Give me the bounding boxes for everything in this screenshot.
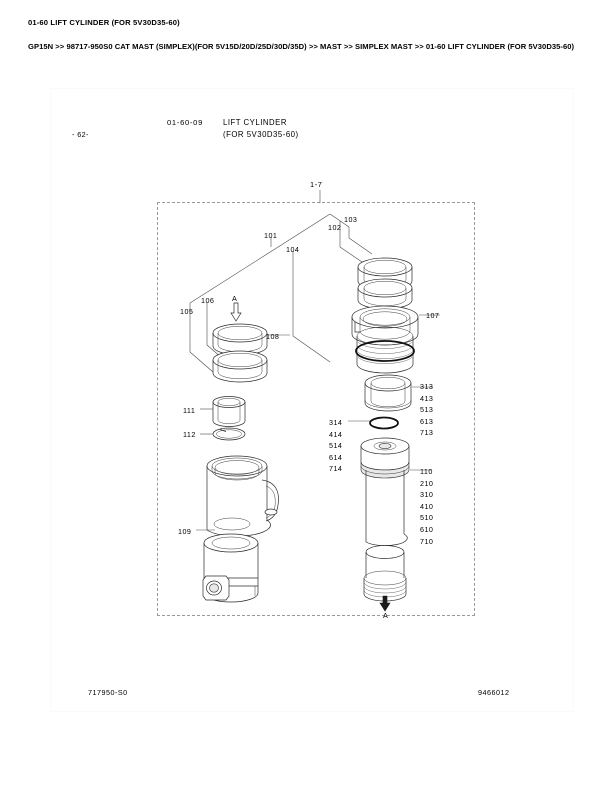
callout-610: 610 xyxy=(420,524,434,534)
callout-101: 101 xyxy=(264,231,278,240)
assembly-boundary-box xyxy=(157,202,475,616)
callout-111: 111 xyxy=(183,406,196,415)
callout-112: 112 xyxy=(183,430,196,439)
callout-108: 108 xyxy=(266,332,280,341)
callout-714: 714 xyxy=(329,464,343,474)
footer-left-code: 717950-S0 xyxy=(88,688,128,697)
section-marker-a-top: A xyxy=(232,294,238,303)
page-number: - 62- xyxy=(72,130,89,139)
part-110-710-rod-upper xyxy=(360,437,410,546)
callout-102: 102 xyxy=(328,223,342,232)
part-108-ring xyxy=(212,323,268,356)
drawing-name-line2: (FOR 5V30D35-60) xyxy=(223,129,299,139)
callout-314: 314 xyxy=(329,418,343,427)
callout-110: 110 xyxy=(420,467,433,476)
section-arrow-a-bottom xyxy=(379,595,391,612)
callout-107: 107 xyxy=(426,311,440,320)
callout-413: 413 xyxy=(420,393,434,403)
callout-310: 310 xyxy=(420,490,434,500)
callout-313: 313 xyxy=(420,382,434,391)
callout-713: 713 xyxy=(420,428,434,438)
part-313-713-piston-collar xyxy=(364,374,412,412)
page-title: 01-60 LIFT CYLINDER (FOR 5V30D35-60) xyxy=(28,18,180,27)
callout-614: 614 xyxy=(329,452,343,462)
drawing-frame xyxy=(50,88,574,712)
callout-103: 103 xyxy=(344,215,358,224)
part-107-gland-head xyxy=(351,305,419,374)
part-314-714-oring xyxy=(369,416,399,430)
part-112-snap-ring xyxy=(212,427,246,441)
callout-613: 613 xyxy=(420,416,434,426)
callout-104: 104 xyxy=(286,245,300,254)
sheet-code: 01-60-09 xyxy=(167,118,203,127)
part-102-103-seal-rings xyxy=(357,257,413,310)
drawing-name-line1: LIFT CYLINDER xyxy=(223,118,287,127)
callout-105: 105 xyxy=(180,307,194,316)
callout-109: 109 xyxy=(178,527,192,536)
callout-513: 513 xyxy=(420,405,434,415)
callout-410: 410 xyxy=(420,501,434,511)
callout-514: 514 xyxy=(329,441,343,451)
part-109-cylinder-lower xyxy=(202,533,259,603)
section-arrow-a-top xyxy=(230,302,242,322)
assembly-tag: 1-7 xyxy=(310,180,323,189)
callout-stack-oring-kit: 314 414 514 614 714 xyxy=(329,417,342,475)
callout-210: 210 xyxy=(420,478,434,488)
drawing-name: LIFT CYLINDER (FOR 5V30D35-60) xyxy=(223,117,299,140)
section-marker-a-bottom: A xyxy=(383,611,389,620)
callout-710: 710 xyxy=(420,536,434,546)
part-oring-large xyxy=(355,340,415,362)
page-header: 01-60 LIFT CYLINDER (FOR 5V30D35-60) GP1… xyxy=(28,18,588,51)
part-109-cylinder-upper xyxy=(206,455,279,537)
callout-stack-cylinder-rod-kit: 110 210 310 410 510 610 710 xyxy=(420,466,433,547)
breadcrumb: GP15N >> 98717-950S0 CAT MAST (SIMPLEX)(… xyxy=(28,42,575,51)
part-ring-secondary xyxy=(212,350,268,383)
callout-414: 414 xyxy=(329,429,343,439)
footer-right-code: 9466012 xyxy=(478,688,510,697)
callout-106: 106 xyxy=(201,296,215,305)
callout-stack-seal-kit-upper: 313 413 513 613 713 xyxy=(420,381,433,439)
part-110-710-rod-lower xyxy=(363,545,407,602)
part-111-bushing xyxy=(212,396,246,427)
callout-510: 510 xyxy=(420,513,434,523)
